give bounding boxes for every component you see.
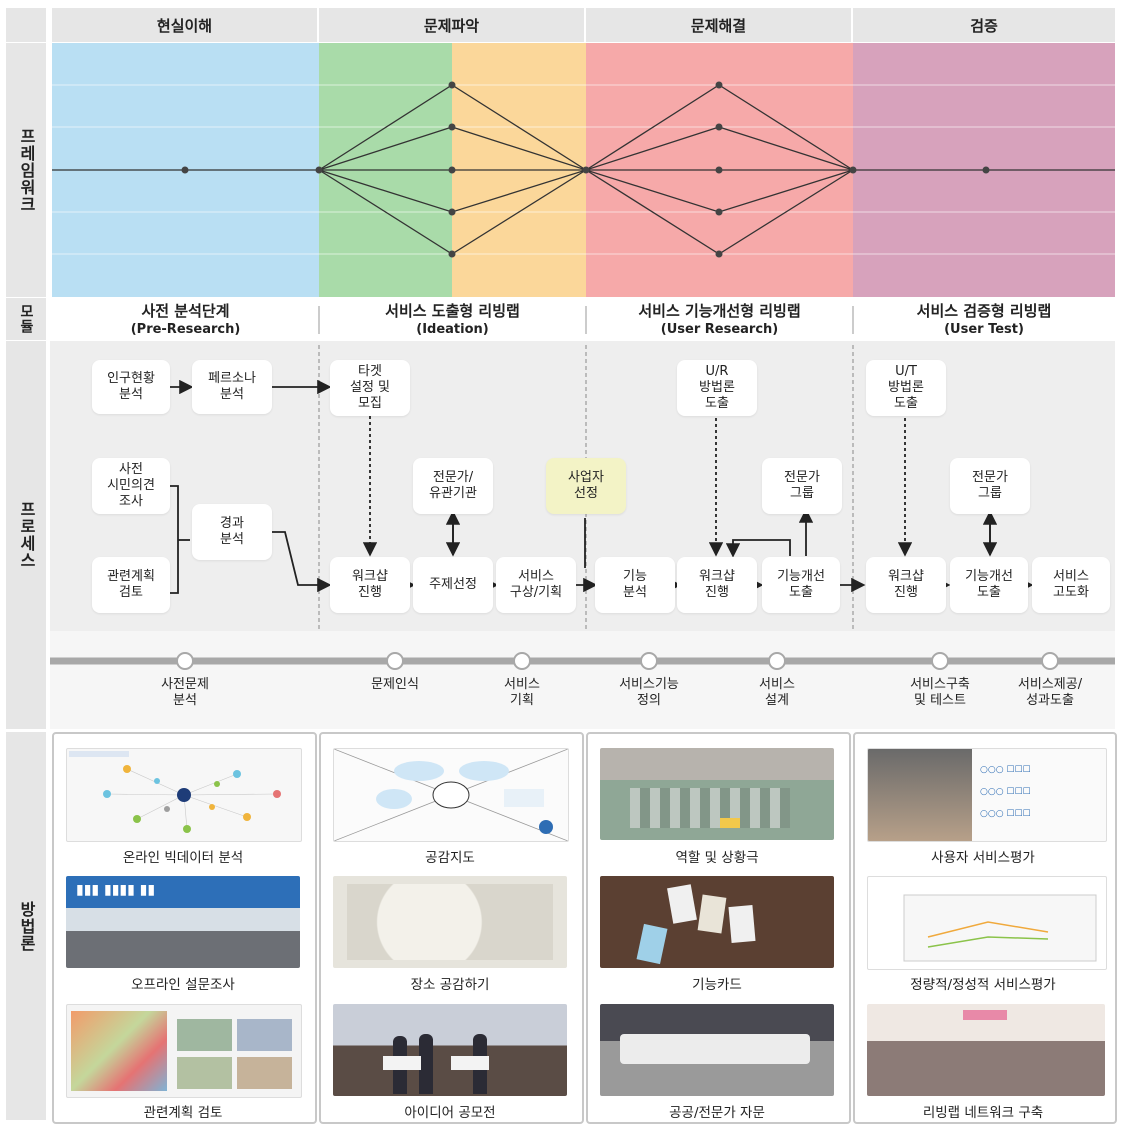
process-function-improve-1: 기능개선 도출 bbox=[762, 557, 840, 613]
photo-livinglab-network bbox=[867, 1004, 1105, 1096]
network-graph-icon bbox=[69, 751, 281, 833]
row-label-module: 모듈 bbox=[6, 298, 46, 340]
caption-offline-survey: 오프라인 설문조사 bbox=[131, 977, 235, 993]
evaluation-chart bbox=[903, 894, 1097, 962]
award-board bbox=[451, 1056, 489, 1070]
paper-map-image bbox=[347, 884, 553, 960]
process-workshop-3: 워크샵 진행 bbox=[866, 557, 946, 613]
process-workshop-2: 워크샵 진행 bbox=[677, 557, 757, 613]
process-workshop-1: 워크샵 진행 bbox=[330, 557, 410, 613]
process-citizen-survey: 사전 시민의견 조사 bbox=[92, 458, 170, 514]
photo-empathy-map bbox=[333, 748, 569, 842]
aerial-thumbnail bbox=[237, 1057, 292, 1089]
process-expert-group-2: 전문가 그룹 bbox=[762, 458, 842, 514]
row-label-methodology: 방법론 bbox=[6, 732, 46, 1120]
process-result-analysis: 경과 분석 bbox=[192, 504, 272, 560]
miniature-city-model bbox=[630, 788, 790, 828]
process-expert-agency: 전문가/ 유관기관 bbox=[413, 458, 493, 514]
caption-empathy-map: 공감지도 bbox=[425, 850, 475, 866]
process-connectors bbox=[50, 345, 1115, 670]
process-service-upgrade: 서비스 고도화 bbox=[1032, 557, 1110, 613]
photo-offline-survey: ▮▮▮ ▮▮▮▮ ▮▮ bbox=[66, 876, 300, 968]
module-user-research: 서비스 기능개선형 리빙랩(User Research) bbox=[638, 302, 801, 337]
timeline-label-7: 서비스제공/ 성과도출 bbox=[1017, 677, 1083, 708]
process-persona-analysis: 페르소나 분석 bbox=[192, 360, 272, 414]
meeting-table bbox=[620, 1034, 810, 1064]
timeline-area bbox=[50, 631, 1115, 729]
service-photo bbox=[868, 749, 972, 841]
caption-livinglab-network: 리빙랩 네트워크 구축 bbox=[922, 1105, 1044, 1121]
photo-expert-advice bbox=[600, 1004, 834, 1096]
card-icon bbox=[728, 905, 756, 943]
module-pre-research: 사전 분석단계(Pre-Research) bbox=[130, 302, 241, 337]
caption-quant-qual-eval: 정량적/정성적 서비스평가 bbox=[910, 977, 1056, 993]
banner-sign-icon: ▮▮▮ ▮▮▮▮ ▮▮ bbox=[76, 882, 156, 898]
caption-online-bigdata: 온라인 빅데이터 분석 bbox=[122, 850, 244, 866]
caption-function-cards: 기능카드 bbox=[692, 977, 742, 993]
photo-place-empathy bbox=[333, 876, 567, 968]
caption-place-empathy: 장소 공감하기 bbox=[410, 977, 490, 993]
timeline-label-2: 문제인식 bbox=[371, 677, 419, 692]
header-corner bbox=[6, 8, 46, 42]
aerial-thumbnail bbox=[237, 1019, 292, 1051]
phase-header-1: 현실이해 bbox=[52, 8, 317, 42]
event-banner bbox=[963, 1010, 1007, 1020]
phase-header-4: 검증 bbox=[853, 8, 1115, 42]
card-icon bbox=[667, 884, 697, 924]
process-function-improve-2: 기능개선 도출 bbox=[950, 557, 1028, 613]
photo-user-service-eval: ○○○ ☐☐☐○○○ ☐☐☐○○○ ☐☐☐ bbox=[867, 748, 1107, 842]
card-icon bbox=[636, 923, 668, 965]
process-function-analysis: 기능 분석 bbox=[595, 557, 675, 613]
caption-plan-review: 관련계획 검토 bbox=[143, 1105, 223, 1121]
timeline-label-5: 서비스 설계 bbox=[759, 677, 795, 708]
process-plan-review: 관련계획 검토 bbox=[92, 557, 170, 613]
module-ideation: 서비스 도출형 리빙랩(Ideation) bbox=[385, 302, 520, 337]
timeline-label-6: 서비스구축 및 테스트 bbox=[910, 677, 970, 708]
process-ut-method: U/T 방법론 도출 bbox=[866, 360, 946, 416]
process-operator-selection: 사업자 선정 bbox=[546, 458, 626, 514]
process-ur-method: U/R 방법론 도출 bbox=[677, 360, 757, 416]
person-figure bbox=[419, 1034, 433, 1094]
module-user-test: 서비스 검증형 리빙랩(User Test) bbox=[916, 302, 1052, 337]
aerial-thumbnail bbox=[177, 1057, 232, 1089]
photo-online-bigdata bbox=[66, 748, 302, 842]
empathy-map-diagram bbox=[334, 749, 568, 841]
photo-idea-contest bbox=[333, 1004, 567, 1096]
photo-roleplay bbox=[600, 748, 834, 840]
process-service-planning: 서비스 구상/기획 bbox=[496, 557, 576, 613]
process-topic-selection: 주제선정 bbox=[413, 557, 493, 613]
aerial-thumbnail bbox=[177, 1019, 232, 1051]
caption-expert-advice: 공공/전문가 자문 bbox=[669, 1105, 765, 1121]
map-image bbox=[71, 1011, 167, 1091]
timeline-label-3: 서비스 기획 bbox=[504, 677, 540, 708]
framework-diagram bbox=[52, 81, 1115, 258]
timeline-label-1: 사전문제 분석 bbox=[161, 677, 209, 708]
process-population-analysis: 인구현황 분석 bbox=[92, 360, 170, 414]
phase-header-3: 문제해결 bbox=[586, 8, 851, 42]
evaluation-icons: ○○○ ☐☐☐○○○ ☐☐☐○○○ ☐☐☐ bbox=[980, 765, 1031, 819]
card-icon bbox=[697, 894, 727, 934]
award-board bbox=[383, 1056, 421, 1070]
process-target-recruit: 타겟 설정 및 모집 bbox=[330, 360, 410, 416]
photo-quant-qual-eval bbox=[867, 876, 1107, 970]
phase-header-2: 문제파악 bbox=[319, 8, 584, 42]
row-label-process: 프로세스 bbox=[6, 341, 46, 729]
photo-plan-review bbox=[66, 1004, 302, 1098]
module-dividers bbox=[318, 306, 854, 334]
timeline-label-4: 서비스기능 정의 bbox=[619, 677, 679, 708]
photo-function-cards bbox=[600, 876, 834, 968]
process-expert-group-3: 전문가 그룹 bbox=[950, 458, 1030, 514]
caption-idea-contest: 아이디어 공모전 bbox=[404, 1105, 496, 1121]
caption-user-service-eval: 사용자 서비스평가 bbox=[931, 850, 1035, 866]
row-label-framework: 프레임워크 bbox=[6, 43, 46, 297]
toy-bus-icon bbox=[720, 818, 740, 828]
caption-roleplay: 역할 및 상황극 bbox=[675, 850, 759, 866]
